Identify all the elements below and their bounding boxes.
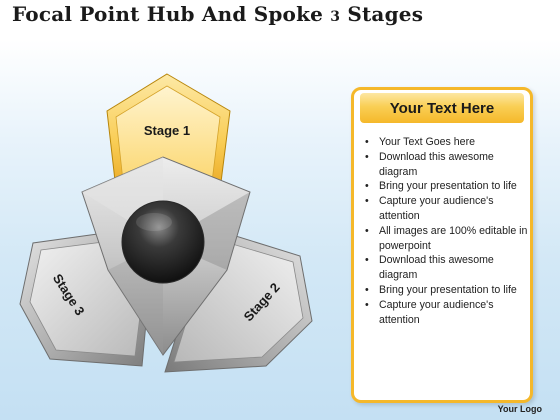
bullet-item: All images are 100% editable in powerpoi… [362,224,528,254]
bullet-item: Download this awesome diagram [362,253,528,283]
title-number: 3 [330,9,341,25]
bullet-item: Bring your presentation to life [362,179,528,194]
hub-sphere [121,200,205,284]
logo-text: Your Logo [497,404,542,414]
stage-1-label: Stage 1 [144,123,190,138]
stage-1-petal: Stage 1 [106,73,231,199]
bullet-item: Capture your audience's attention [362,194,528,224]
title-main: Focal Point Hub And Spoke [12,2,331,26]
text-panel: Your Text Here Your Text Goes here Downl… [351,87,533,403]
panel-header: Your Text Here [360,93,524,123]
bullet-item: Bring your presentation to life [362,283,528,298]
title-rest: Stages [340,2,424,26]
bullet-list: Your Text Goes here Download this awesom… [362,135,528,327]
bullet-item: Download this awesome diagram [362,150,528,180]
stage-2-petal: Stage 2 [164,227,313,373]
page-title: Focal Point Hub And Spoke 3 Stages [12,2,423,26]
bullet-item: Your Text Goes here [362,135,528,150]
bullet-item: Capture your audience's attention [362,298,528,328]
